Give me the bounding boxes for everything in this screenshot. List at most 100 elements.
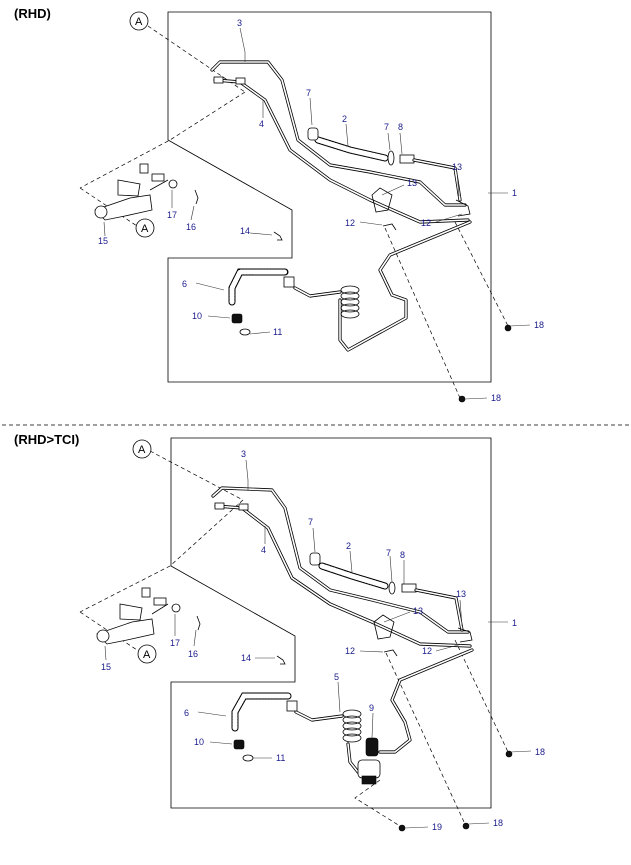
clutch-hose-2 <box>318 562 389 590</box>
hose-clamp-7b <box>387 150 395 166</box>
ref-marker-a-top: A <box>132 439 152 459</box>
pushrod <box>151 173 165 182</box>
callout-17: 17 <box>170 638 180 648</box>
reservoir-cap <box>139 163 149 174</box>
cotter-pin-16 <box>196 615 201 631</box>
callout-12b: 12 <box>422 646 432 656</box>
pipe-coil <box>342 709 362 743</box>
section-rhd-tci: (RHD>TCI) A A <box>14 432 545 832</box>
damper-9 <box>357 737 381 785</box>
callout-16: 16 <box>188 649 198 659</box>
callout-7a: 7 <box>308 517 313 527</box>
callout-5: 5 <box>334 672 339 682</box>
assembly-frame <box>170 437 492 809</box>
callout-7b: 7 <box>384 122 389 132</box>
callout-12b: 12 <box>421 218 431 228</box>
callout-4: 4 <box>259 119 264 129</box>
callout-18b: 18 <box>493 818 503 828</box>
reservoir-cap <box>141 587 151 598</box>
union-bolt-10 <box>231 313 243 324</box>
callout-13a: 13 <box>452 162 462 172</box>
clutch-pipe-lower <box>378 648 474 754</box>
hose-clamp-7b <box>388 581 396 595</box>
pipe-fitting <box>213 76 224 84</box>
callout-leaders <box>103 27 531 400</box>
ref-marker-a-top: A <box>129 11 149 31</box>
callout-15: 15 <box>98 236 108 246</box>
clutch-hose-6 <box>228 268 289 306</box>
callout-numbers: 3 4 7 2 7 8 13 13 12 12 1 6 10 11 14 15 … <box>98 18 544 403</box>
callout-18a: 18 <box>534 320 544 330</box>
hose-clamp-7 <box>309 552 321 566</box>
gasket-11 <box>242 754 254 762</box>
callout-1: 1 <box>512 618 517 628</box>
master-cylinder-15 <box>96 587 169 645</box>
callout-7b: 7 <box>386 548 391 558</box>
cotter-pin-16 <box>194 189 199 205</box>
clutch-pipe-4 <box>213 78 470 224</box>
assembly-frame <box>167 11 492 383</box>
hose-clamp-7 <box>307 127 319 141</box>
ref-marker-label: A <box>143 649 151 661</box>
clutch-hose-2 <box>314 136 389 162</box>
callout-10: 10 <box>192 311 202 321</box>
bolt-19 <box>398 824 406 832</box>
ref-marker-label: A <box>135 16 143 28</box>
callout-6: 6 <box>182 279 187 289</box>
clip-12 <box>382 223 397 231</box>
callout-3: 3 <box>241 449 246 459</box>
callout-18b: 18 <box>491 393 501 403</box>
callout-16: 16 <box>186 222 196 232</box>
callout-2: 2 <box>346 541 351 551</box>
callout-12a: 12 <box>345 646 355 656</box>
ref-marker-a-bottom: A <box>135 218 155 238</box>
callout-12a: 12 <box>345 218 355 228</box>
callout-19: 19 <box>432 822 442 832</box>
callout-13b: 13 <box>413 606 423 616</box>
clutch-hose-6 <box>231 692 292 732</box>
pipe-coil <box>340 285 360 319</box>
callout-10: 10 <box>194 737 204 747</box>
callout-8: 8 <box>400 550 405 560</box>
washer-17 <box>168 179 178 189</box>
callout-numbers: 3 4 7 2 7 8 13 13 12 12 1 5 9 6 10 11 14… <box>101 449 545 832</box>
callout-6: 6 <box>184 708 189 718</box>
callout-15: 15 <box>101 662 111 672</box>
pipe-fitting <box>238 503 249 511</box>
clip-14 <box>276 655 286 665</box>
callout-3: 3 <box>237 18 242 28</box>
callout-4: 4 <box>261 545 266 555</box>
callout-14: 14 <box>240 226 250 236</box>
clip-14 <box>273 231 283 241</box>
hose-fitting <box>283 276 295 288</box>
bolt-18 <box>505 750 513 758</box>
master-cylinder-15 <box>94 163 169 221</box>
callout-11: 11 <box>276 753 285 763</box>
ref-marker-label: A <box>141 223 149 235</box>
bolt-18b <box>458 395 466 403</box>
pipe-fitting <box>235 77 246 85</box>
callout-1: 1 <box>512 188 517 198</box>
section-rhd: (RHD) A A <box>14 6 544 403</box>
gasket-11 <box>239 328 251 336</box>
callout-13a: 13 <box>456 589 466 599</box>
callout-11: 11 <box>273 327 282 337</box>
bracket-13 <box>373 614 473 643</box>
callout-13b: 13 <box>407 178 417 188</box>
ref-marker-label: A <box>138 444 146 456</box>
callout-18a: 18 <box>535 747 545 757</box>
callout-14: 14 <box>241 653 251 663</box>
clutch-pipe-3 <box>211 486 470 634</box>
dashed-leaders <box>79 450 509 827</box>
callout-7a: 7 <box>306 88 311 98</box>
bracket-13 <box>371 187 471 217</box>
connector-8 <box>399 154 415 164</box>
hose-fitting <box>286 700 298 712</box>
callout-leaders <box>104 459 532 829</box>
callout-17: 17 <box>167 210 177 220</box>
callout-9: 9 <box>369 703 374 713</box>
clutch-pipe-lower <box>338 220 472 352</box>
section-title-rhd: (RHD) <box>14 6 51 21</box>
ref-marker-a-bottom: A <box>137 644 157 664</box>
